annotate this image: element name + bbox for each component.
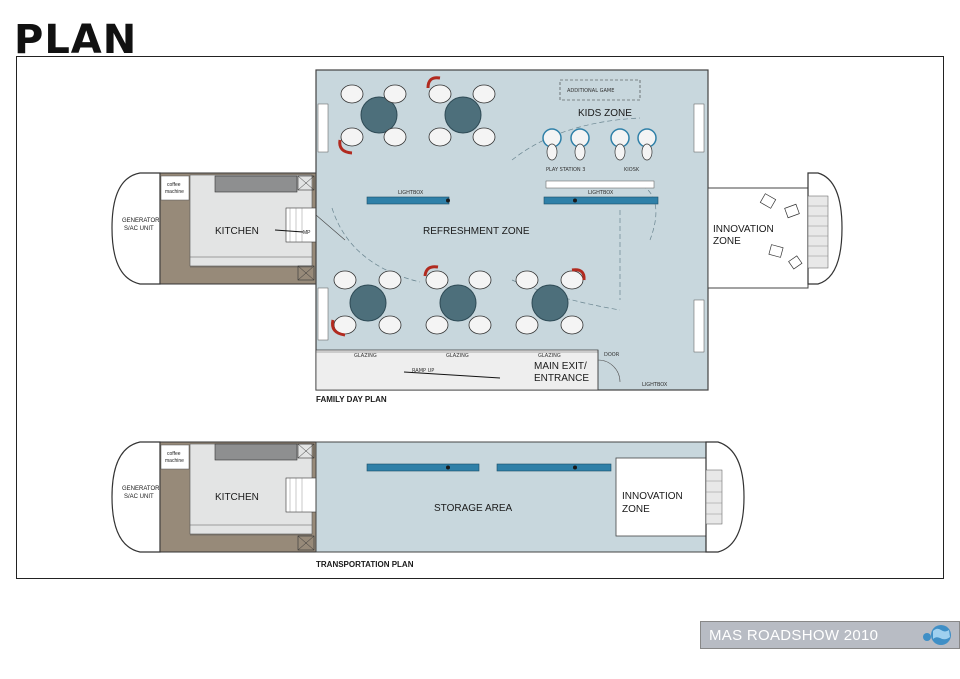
family-day-plan-caption: FAMILY DAY PLAN (316, 395, 387, 404)
drawing-frame (16, 56, 944, 579)
coffee-label-2: machine (165, 189, 184, 195)
table-cluster (515, 268, 586, 335)
refreshment-zone-label: REFRESHMENT ZONE (423, 226, 530, 237)
door-label: DOOR (604, 352, 620, 358)
glazing-label-2: GLAZING (446, 353, 469, 359)
lightbox-right (543, 196, 659, 205)
coffee-machine-box (160, 444, 190, 470)
ramp-area (315, 349, 599, 391)
coffee-label-2: machine (165, 458, 184, 464)
additional-game-label: ADDITIONAL GAME (567, 88, 614, 94)
lightbox-label: LIGHTBOX (398, 190, 424, 196)
mp-label: MP (303, 230, 311, 236)
generator-label-2: S/AC UNIT (124, 226, 154, 232)
kitchen-counter (214, 175, 298, 193)
glazing-label-3: GLAZING (538, 353, 561, 359)
right-cab-end (705, 441, 745, 553)
family-day-plan: GENERATOR S/AC UNIT coffee machine KITCH… (111, 69, 843, 404)
kids-stations (542, 128, 657, 161)
page-title: PLAN (14, 17, 138, 63)
kitchen-stair (285, 477, 317, 513)
coffee-label: coffee (167, 182, 181, 188)
innovation-zone-label-2: ZONE (713, 236, 741, 247)
innovation-zone-label: INNOVATION (622, 491, 683, 502)
generator-label: GENERATOR (122, 218, 160, 224)
play-station-label: PLAY STATION 3 (546, 167, 585, 173)
left-cab-end (111, 172, 161, 285)
table-cluster (426, 76, 496, 147)
kitchen-label: KITCHEN (215, 492, 259, 503)
additional-game-area (559, 79, 641, 101)
coffee-label: coffee (167, 451, 181, 457)
innovation-zone-label-2: ZONE (622, 504, 650, 515)
lightbox-stored (496, 463, 612, 472)
lightbox-stored (366, 463, 480, 472)
left-cab-end (111, 441, 161, 553)
main-exit-label: MAIN EXIT/ (534, 361, 587, 372)
innovation-zone-label: INNOVATION (713, 224, 774, 235)
main-exit-label-2: ENTRANCE (534, 373, 589, 384)
lightbox-label-3: LIGHTBOX (642, 382, 668, 388)
kids-zone-label: KIDS ZONE (578, 108, 632, 119)
generator-label-2: S/AC UNIT (124, 494, 154, 500)
innovation-room (615, 457, 707, 537)
banner-text: MAS ROADSHOW 2010 (709, 627, 879, 644)
lightbox-left (366, 196, 450, 205)
generator-label: GENERATOR (122, 486, 160, 492)
kitchen-counter (214, 443, 298, 461)
storage-area-label: STORAGE AREA (434, 503, 513, 514)
ramp-label: RAMP UP (412, 368, 434, 374)
table-cluster (331, 270, 402, 337)
lightbox-label-2: LIGHTBOX (588, 190, 614, 196)
transportation-plan: GENERATOR S/AC UNIT coffee machine KITCH… (111, 441, 745, 569)
innovation-room (707, 187, 809, 289)
table-cluster (338, 84, 407, 155)
coffee-machine-box (160, 175, 190, 201)
globe-logo-icon (923, 625, 951, 645)
roadshow-banner: MAS ROADSHOW 2010 (700, 621, 960, 649)
kitchen-stair (285, 207, 317, 243)
glazing-label: GLAZING (354, 353, 377, 359)
kitchen-label: KITCHEN (215, 226, 259, 237)
kiosk-label: KIOSK (624, 167, 640, 173)
transportation-plan-caption: TRANSPORTATION PLAN (316, 560, 414, 569)
table-cluster (423, 265, 492, 335)
